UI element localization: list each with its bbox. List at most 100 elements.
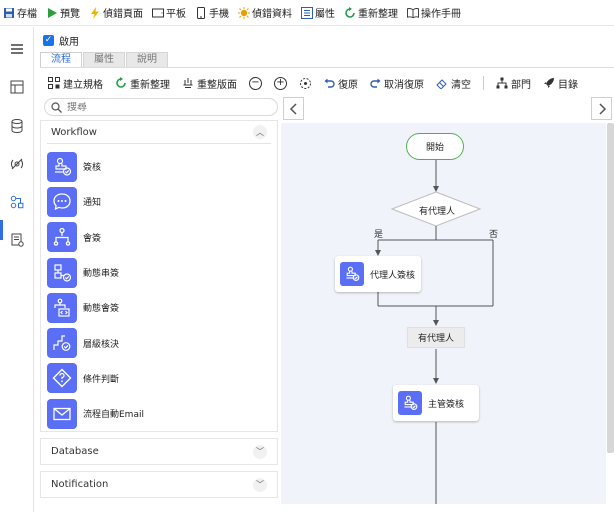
left-rail	[0, 27, 34, 512]
redo-button[interactable]: 取消復原	[370, 76, 424, 91]
clear-button[interactable]: 清空	[436, 76, 471, 91]
phone-button[interactable]: 手機	[195, 5, 229, 20]
workflow-item-level-approve[interactable]: 層級核決	[47, 325, 277, 360]
refresh-label: 重新整理	[358, 9, 398, 20]
condition-diamond-icon	[47, 363, 77, 394]
stamp-approve-icon	[47, 151, 77, 182]
no-branch-label: 否	[489, 230, 499, 240]
refresh-button[interactable]: 重新整理	[344, 5, 398, 20]
yes-branch-label: 是	[374, 230, 384, 240]
zoom-in-icon[interactable]: +	[274, 76, 287, 90]
manual-label: 操作手冊	[421, 9, 461, 20]
directory-button[interactable]: 目錄	[543, 76, 578, 91]
workflow-item-approve[interactable]: 簽核	[47, 149, 277, 184]
envelope-icon	[47, 398, 77, 429]
build-spec-button[interactable]: 建立規格	[48, 76, 103, 91]
workflow-item-label: 流程自動Email	[83, 410, 144, 421]
hamburger-menu-icon[interactable]	[8, 40, 26, 58]
preview-button[interactable]: 預覽	[46, 5, 80, 20]
workflow-item-dynamic-serial[interactable]: 動態串簽	[47, 255, 277, 290]
fit-view-icon[interactable]	[299, 77, 312, 90]
database-icon[interactable]	[8, 117, 26, 135]
tab-strip: 流程 屬性 說明	[40, 52, 169, 67]
undo-label: 復原	[338, 79, 358, 91]
manual-button[interactable]: 操作手冊	[407, 5, 461, 20]
relayout-icon	[183, 78, 193, 88]
redo-icon	[370, 78, 381, 88]
stamp-approve-icon	[398, 391, 422, 415]
book-icon	[407, 7, 419, 18]
workflow-item-condition[interactable]: 條件判斷	[47, 361, 277, 396]
bolt-icon	[91, 6, 99, 19]
chat-bubble-icon	[47, 186, 77, 217]
workflow-item-label: 層級核決	[83, 339, 120, 350]
branch-icon	[47, 222, 77, 253]
directory-label: 目錄	[558, 79, 578, 91]
workflow-panel-header[interactable]: Workflow ︿	[41, 121, 277, 143]
workflow-item-dynamic-parallel[interactable]: 動態會簽	[47, 290, 277, 325]
broadcast-icon[interactable]	[8, 155, 26, 173]
relayout-button[interactable]: 重整版面	[182, 76, 237, 91]
structure-icon	[48, 77, 60, 89]
decision-node-label[interactable]: 有代理人	[418, 207, 455, 217]
scroll-left-button[interactable]	[283, 97, 304, 120]
manager-approval-node[interactable]: 主管簽核	[393, 385, 479, 421]
workflow-item-notify[interactable]: 通知	[47, 184, 277, 219]
tab-description[interactable]: 說明	[126, 52, 168, 67]
workflow-nodes-icon[interactable]	[8, 193, 26, 211]
debug-page-label: 偵錯頁面	[103, 9, 143, 20]
condition-node[interactable]: 有代理人	[407, 327, 465, 348]
save-label: 存檔	[17, 9, 37, 20]
enable-toggle[interactable]: ✓ 啟用	[43, 33, 79, 48]
properties-button[interactable]: 屬性	[301, 5, 335, 20]
arrowhead-icon	[433, 186, 439, 192]
diagram-toolbar: 建立規格 重新整理 重整版面 − + 復原 取消復原 清空 部門 目錄	[40, 70, 614, 96]
chevron-up-icon[interactable]: ︿	[253, 125, 267, 139]
refresh-icon	[345, 6, 355, 18]
redo-label: 取消復原	[384, 79, 424, 91]
database-title: Database	[51, 446, 99, 457]
zoom-out-icon[interactable]: −	[249, 76, 262, 90]
scroll-right-button[interactable]	[591, 97, 612, 120]
tablet-button[interactable]: 平板	[152, 5, 186, 20]
undo-button[interactable]: 復原	[324, 76, 358, 91]
notification-panel-header[interactable]: Notification ﹀	[41, 472, 277, 497]
agent-approval-node[interactable]: 代理人簽核	[335, 256, 421, 292]
refresh-diagram-button[interactable]: 重新整理	[115, 76, 170, 91]
enable-checkbox[interactable]: ✓	[43, 35, 54, 46]
tablet-icon	[152, 8, 164, 17]
tab-flow[interactable]: 流程	[40, 52, 82, 67]
tab-properties[interactable]: 屬性	[83, 52, 125, 67]
toolbar-separator	[483, 76, 484, 90]
layout-panel-icon[interactable]	[8, 78, 26, 96]
debug-data-button[interactable]: 偵錯資料	[238, 5, 292, 20]
workflow-item-countersign[interactable]: 會簽	[47, 220, 277, 255]
arrowhead-icon	[375, 250, 381, 256]
workflow-item-label: 條件判斷	[83, 374, 120, 385]
debug-page-button[interactable]: 偵錯頁面	[89, 5, 143, 20]
notification-panel[interactable]: Notification ﹀	[40, 471, 278, 498]
search-icon	[51, 101, 62, 113]
undo-icon	[324, 78, 335, 88]
stamp-approve-icon	[340, 262, 364, 286]
build-spec-label: 建立規格	[63, 79, 103, 91]
chevron-down-icon[interactable]: ﹀	[253, 444, 267, 459]
start-node[interactable]: 開始	[406, 133, 464, 160]
workflow-item-label: 簽核	[83, 163, 102, 174]
workflow-item-auto-email[interactable]: 流程自動Email	[47, 396, 277, 431]
database-panel-header[interactable]: Database ﹀	[41, 439, 277, 464]
save-icon	[4, 7, 14, 18]
chevron-down-icon[interactable]: ﹀	[253, 477, 267, 492]
chevron-left-icon	[289, 102, 297, 115]
form-settings-icon[interactable]	[8, 231, 26, 249]
diagram-canvas[interactable]	[281, 123, 606, 504]
database-panel[interactable]: Database ﹀	[40, 438, 278, 465]
vertical-scrollbar[interactable]	[607, 123, 614, 453]
dynamic-parallel-icon	[47, 292, 77, 323]
play-icon	[48, 7, 57, 18]
save-button[interactable]: 存檔	[3, 5, 37, 20]
search-box[interactable]	[44, 98, 278, 116]
department-button[interactable]: 部門	[496, 76, 531, 91]
search-input[interactable]	[67, 101, 267, 113]
refresh-icon	[116, 77, 126, 88]
